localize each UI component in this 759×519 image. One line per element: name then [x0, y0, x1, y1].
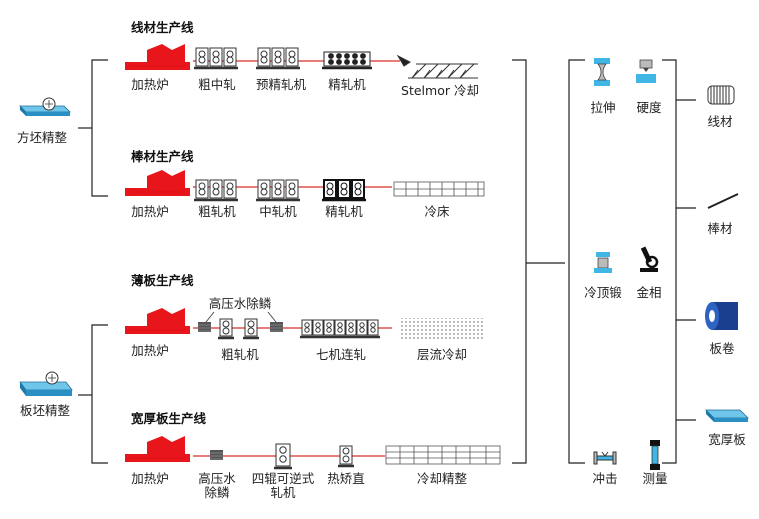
wire-line-title: 线材生产线 [131, 20, 194, 35]
plate-coil-icon [705, 302, 738, 330]
bar-line-title: 棒材生产线 [131, 149, 194, 164]
bar-furnace-label: 加热炉 [131, 204, 169, 219]
furnace-sheet [125, 308, 190, 334]
wire-prefinish-label: 预精轧机 [255, 77, 307, 92]
sheet-rough-label: 粗轧机 [221, 347, 259, 362]
hardness-icon [636, 59, 656, 83]
product-plate-label: 宽厚板 [708, 432, 746, 447]
wire-prefinish-mill [256, 47, 300, 70]
sheet-rough-mill-a [218, 318, 234, 340]
plate-descaler-label: 高压水 除鳞 [198, 471, 236, 500]
slab-bracket [78, 324, 108, 464]
impact-icon [593, 451, 617, 465]
wire-finish-mill [322, 51, 372, 70]
product-bar-label: 棒材 [707, 221, 733, 236]
microscope-icon [640, 246, 659, 272]
sheet-seven-stand-mill [300, 319, 380, 339]
hot-leveler [338, 445, 354, 468]
four-high-mill [274, 443, 292, 470]
cooling-bed-label: 冷床 [424, 204, 450, 219]
furnace-plate [125, 436, 190, 462]
billet-bracket [78, 59, 108, 197]
descaler-leaders [205, 311, 277, 323]
sheet-seven-stand-label: 七机连轧 [315, 347, 367, 362]
bar-finish-mill [322, 179, 366, 202]
descaler-sheet-b [270, 322, 283, 332]
test-measure-label: 测量 [642, 471, 668, 486]
plate-line-title: 宽厚板生产线 [131, 411, 207, 426]
stelmor-label: Stelmor 冷却 [401, 83, 479, 98]
wire-furnace-label: 加热炉 [131, 77, 169, 92]
laminar-cooling [400, 318, 485, 340]
cooling-finishing-label: 冷却精整 [416, 471, 468, 486]
bar-icon [707, 193, 739, 209]
bar-rough-label: 粗轧机 [198, 204, 236, 219]
wire-rough-label: 粗中轧 [198, 77, 236, 92]
cooling-bed [393, 181, 485, 197]
slab-icon [19, 371, 73, 396]
sheet-line-title: 薄板生产线 [131, 273, 194, 288]
test-impact-label: 冲击 [592, 471, 618, 486]
bar-middle-label: 中轧机 [259, 204, 297, 219]
hot-leveler-label: 热矫直 [327, 471, 365, 486]
four-high-mill-label: 四辊可逆式 轧机 [251, 471, 315, 500]
output-bracket [512, 59, 696, 464]
wire-finish-label: 精轧机 [328, 77, 366, 92]
laminar-cooling-label: 层流冷却 [416, 347, 468, 362]
wire-rough-mill [194, 47, 238, 70]
heavy-plate-icon [705, 409, 749, 422]
product-coil-label: 板卷 [709, 341, 735, 356]
billet-label: 方坯精整 [16, 130, 68, 145]
sheet-rough-mill-b [243, 318, 259, 340]
descaler-sheet-a [198, 322, 211, 332]
furnace-wire [125, 44, 190, 70]
bar-finish-label: 精轧机 [325, 204, 363, 219]
billet-icon [19, 97, 71, 116]
plate-furnace-label: 加热炉 [131, 471, 169, 486]
test-hardness-label: 硬度 [636, 100, 662, 115]
sheet-descaler-label: 高压水除鳞 [208, 296, 272, 311]
tensile-icon [594, 58, 610, 86]
test-tensile-label: 拉伸 [590, 100, 616, 115]
product-wire-label: 线材 [707, 114, 733, 129]
slab-label: 板坯精整 [19, 403, 71, 418]
stelmor-conveyor [396, 54, 478, 79]
cooling-finishing [385, 445, 501, 465]
upset-icon [594, 252, 612, 273]
bar-rough-mill [194, 179, 238, 202]
descaler-plate [210, 450, 223, 460]
sheet-furnace-label: 加热炉 [131, 343, 169, 358]
furnace-bar [125, 170, 190, 196]
test-upset-label: 冷顶锻 [584, 285, 622, 300]
bar-middle-mill [256, 179, 300, 202]
measure-icon [650, 440, 660, 470]
wire-coil-icon [707, 85, 735, 105]
test-metallography-label: 金相 [636, 285, 662, 300]
